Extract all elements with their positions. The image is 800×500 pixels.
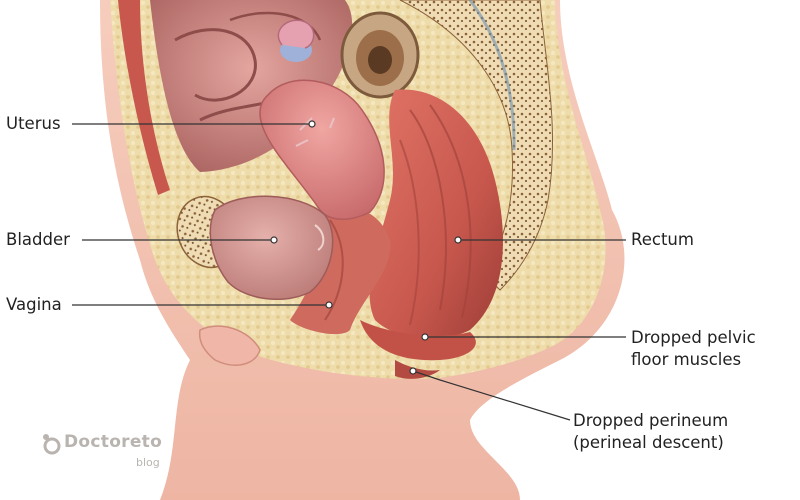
logo-name: Doctoreto [64,432,163,452]
dot-bladder [270,236,278,244]
label-uterus: Uterus [6,114,61,133]
label-rectum: Rectum [631,230,694,249]
uterus-organ [259,79,385,220]
vagina-organ [290,206,391,335]
ovary [277,19,315,62]
label-perineum-line2: (perineal descent) [573,433,724,452]
label-bladder: Bladder [6,230,70,249]
perineum [395,360,440,379]
label-pelvic-floor-line2: floor muscles [631,350,742,369]
dot-perineum [409,367,417,375]
rectum-organ [369,89,503,339]
label-perineum: Dropped perineum (perineal descent) [573,410,728,454]
logo-mark-icon [43,434,61,455]
dot-pelvic-floor [421,333,429,341]
external-genitalia [198,325,261,366]
doctoreto-logo: Doctoreto blog [40,430,180,480]
label-dots [270,120,462,375]
leader-perineum [412,370,571,421]
dot-uterus [308,120,316,128]
pelvic-floor-muscles [360,320,476,361]
dot-rectum [454,236,462,244]
label-vagina: Vagina [6,295,62,314]
logo-subtitle: blog [136,456,160,469]
label-pelvic-floor-line1: Dropped pelvic [631,328,756,347]
label-perineum-line1: Dropped perineum [573,411,729,430]
label-pelvic-floor: Dropped pelvic floor muscles [631,327,756,371]
abdominal-wall-muscle [118,0,170,195]
leader-lines [72,123,626,421]
bladder-organ [209,195,334,301]
dot-vagina [325,301,333,309]
sigmoid-colon [340,11,420,99]
